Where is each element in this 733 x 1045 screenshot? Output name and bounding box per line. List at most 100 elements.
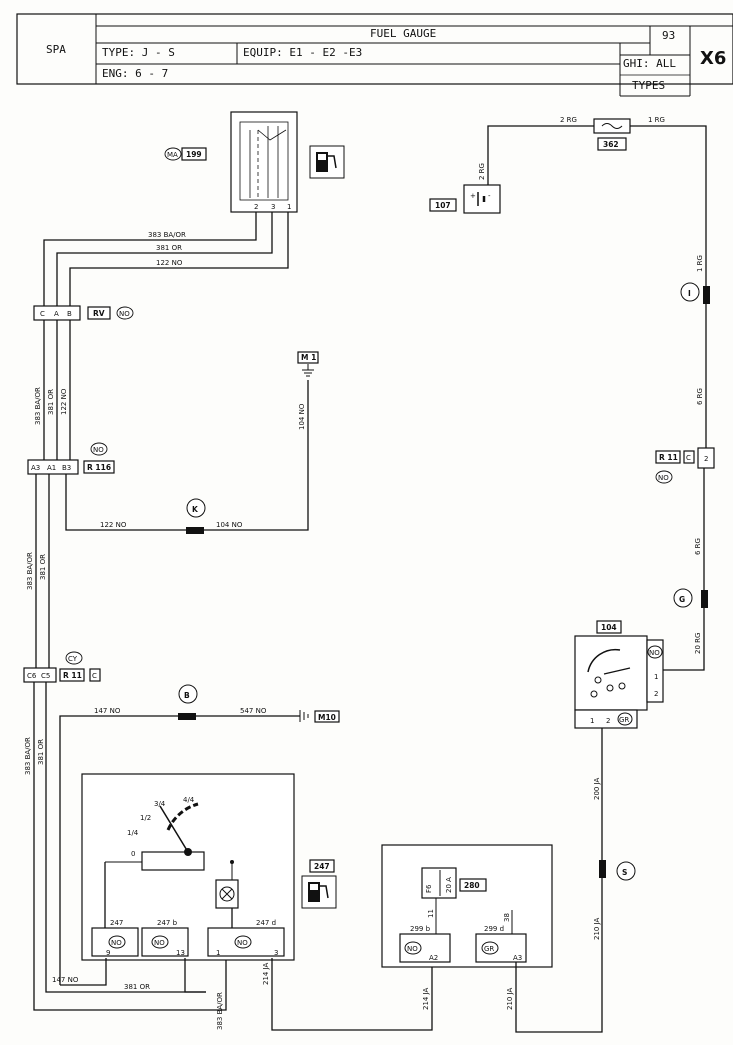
svg-text:CY: CY bbox=[68, 655, 78, 663]
svg-text:299 b: 299 b bbox=[410, 925, 431, 933]
svg-text:2 RG: 2 RG bbox=[478, 163, 486, 180]
svg-text:C: C bbox=[40, 310, 45, 318]
svg-text:107: 107 bbox=[435, 201, 451, 210]
svg-text:383 BA/OR: 383 BA/OR bbox=[216, 992, 224, 1030]
svg-text:NO: NO bbox=[119, 310, 130, 318]
svg-text:214 JA: 214 JA bbox=[262, 962, 270, 985]
svg-text:MA: MA bbox=[167, 151, 178, 159]
svg-text:2 RG: 2 RG bbox=[560, 116, 577, 124]
svg-text:247: 247 bbox=[314, 862, 330, 871]
relay-box-299: F6 20 A 280 11 38 299 b 299 d NO GR A2 A… bbox=[381, 844, 553, 968]
wire-381-label: 381 OR bbox=[156, 244, 182, 252]
svg-text:K: K bbox=[192, 505, 199, 514]
svg-text:-: - bbox=[488, 192, 491, 200]
fuel-pump-icon bbox=[309, 145, 345, 179]
svg-text:1: 1 bbox=[654, 673, 658, 681]
header-frame bbox=[16, 13, 733, 97]
svg-text:2: 2 bbox=[704, 455, 708, 463]
svg-text:200 JA: 200 JA bbox=[593, 777, 601, 800]
battery-107: + - 107 bbox=[429, 184, 501, 214]
svg-text:147 NO: 147 NO bbox=[52, 976, 79, 984]
svg-text:NO: NO bbox=[649, 649, 660, 657]
svg-text:S: S bbox=[622, 868, 627, 877]
wire-383-label: 383 BA/OR bbox=[148, 231, 186, 239]
svg-text:M10: M10 bbox=[318, 713, 336, 722]
svg-text:9: 9 bbox=[106, 949, 110, 957]
svg-text:383 BA/OR: 383 BA/OR bbox=[24, 737, 32, 775]
svg-text:A3: A3 bbox=[31, 464, 40, 472]
sender-104: NO 1 2 1 2 GR 104 bbox=[574, 620, 664, 729]
sender-pin-3: 3 bbox=[271, 203, 275, 211]
svg-text:R 116: R 116 bbox=[87, 463, 111, 472]
svg-text:+: + bbox=[470, 192, 476, 200]
connector-r11-right: A 2 R 11 C NO bbox=[655, 447, 715, 484]
type-label: TYPE: J - S bbox=[102, 46, 175, 59]
svg-text:C: C bbox=[686, 454, 691, 462]
svg-text:C: C bbox=[92, 672, 97, 680]
svg-text:GR: GR bbox=[619, 716, 629, 724]
svg-text:381 OR: 381 OR bbox=[47, 389, 55, 415]
diagram-code: X6 bbox=[700, 48, 727, 69]
svg-text:B3: B3 bbox=[62, 464, 71, 472]
svg-text:381 OR: 381 OR bbox=[124, 983, 150, 991]
svg-text:M 1: M 1 bbox=[301, 353, 316, 362]
svg-text:6 RG: 6 RG bbox=[696, 388, 704, 405]
splice-s bbox=[616, 861, 636, 881]
svg-text:A3: A3 bbox=[513, 954, 522, 962]
connector-r116: A3 A1 B3 R 116 NO bbox=[27, 442, 115, 475]
svg-text:20 A: 20 A bbox=[445, 877, 453, 893]
fuel-gauge-247: 0 1/4 1/2 3/4 4/4 247 247 b 247 d NO NO … bbox=[81, 773, 295, 961]
svg-text:I: I bbox=[688, 289, 691, 298]
splice-s-block bbox=[599, 860, 606, 878]
svg-text:F6: F6 bbox=[425, 884, 433, 893]
svg-text:C5: C5 bbox=[41, 672, 50, 680]
svg-text:C6: C6 bbox=[27, 672, 37, 680]
wire-122-label: 122 NO bbox=[156, 259, 183, 267]
ghi-label: GHI: ALL bbox=[623, 57, 676, 70]
svg-text:2: 2 bbox=[654, 690, 658, 698]
tank-sender-199: 2 3 1 bbox=[230, 111, 298, 213]
svg-text:A1: A1 bbox=[47, 464, 56, 472]
svg-text:210 JA: 210 JA bbox=[506, 987, 514, 1010]
ground-m10: M10 bbox=[299, 710, 340, 723]
fuse-362: 362 bbox=[593, 118, 631, 151]
splice-i-block bbox=[703, 286, 710, 304]
svg-text:210 JA: 210 JA bbox=[593, 917, 601, 940]
splice-k bbox=[186, 498, 206, 518]
svg-text:A2: A2 bbox=[429, 954, 438, 962]
spa-label: SPA bbox=[46, 43, 66, 56]
svg-text:3: 3 bbox=[274, 949, 278, 957]
svg-text:GR: GR bbox=[484, 945, 494, 953]
svg-text:R 11: R 11 bbox=[659, 453, 678, 462]
svg-text:280: 280 bbox=[464, 881, 480, 890]
svg-text:383 BA/OR: 383 BA/OR bbox=[26, 552, 34, 590]
svg-text:247: 247 bbox=[110, 919, 123, 927]
svg-text:A: A bbox=[54, 310, 59, 318]
connector-rv: C A B RV NO bbox=[33, 305, 134, 321]
fuel-pump-icon-247: 247 bbox=[301, 859, 337, 909]
svg-text:1: 1 bbox=[216, 949, 220, 957]
splice-g-block bbox=[701, 590, 708, 608]
svg-text:147 NO: 147 NO bbox=[94, 707, 121, 715]
svg-text:1/2: 1/2 bbox=[140, 814, 151, 822]
svg-text:362: 362 bbox=[603, 140, 619, 149]
connector-r11-left: C6 C5 R 11 C CY bbox=[23, 651, 101, 683]
svg-text:11: 11 bbox=[427, 909, 435, 918]
svg-text:1/4: 1/4 bbox=[127, 829, 139, 837]
svg-text:104 NO: 104 NO bbox=[216, 521, 243, 529]
svg-text:381 OR: 381 OR bbox=[39, 554, 47, 580]
svg-text:38: 38 bbox=[503, 913, 511, 922]
svg-text:104 NO: 104 NO bbox=[298, 403, 306, 430]
svg-text:1 RG: 1 RG bbox=[696, 255, 704, 272]
svg-text:R 11: R 11 bbox=[63, 671, 82, 680]
page-number: 93 bbox=[662, 29, 676, 42]
types-label: TYPES bbox=[632, 79, 666, 92]
svg-text:3/4: 3/4 bbox=[154, 800, 166, 808]
svg-text:NO: NO bbox=[237, 939, 248, 947]
svg-text:NO: NO bbox=[407, 945, 418, 953]
ma-199-tag: MA 199 bbox=[164, 147, 207, 161]
svg-text:B: B bbox=[184, 691, 190, 700]
svg-text:NO: NO bbox=[93, 446, 104, 454]
